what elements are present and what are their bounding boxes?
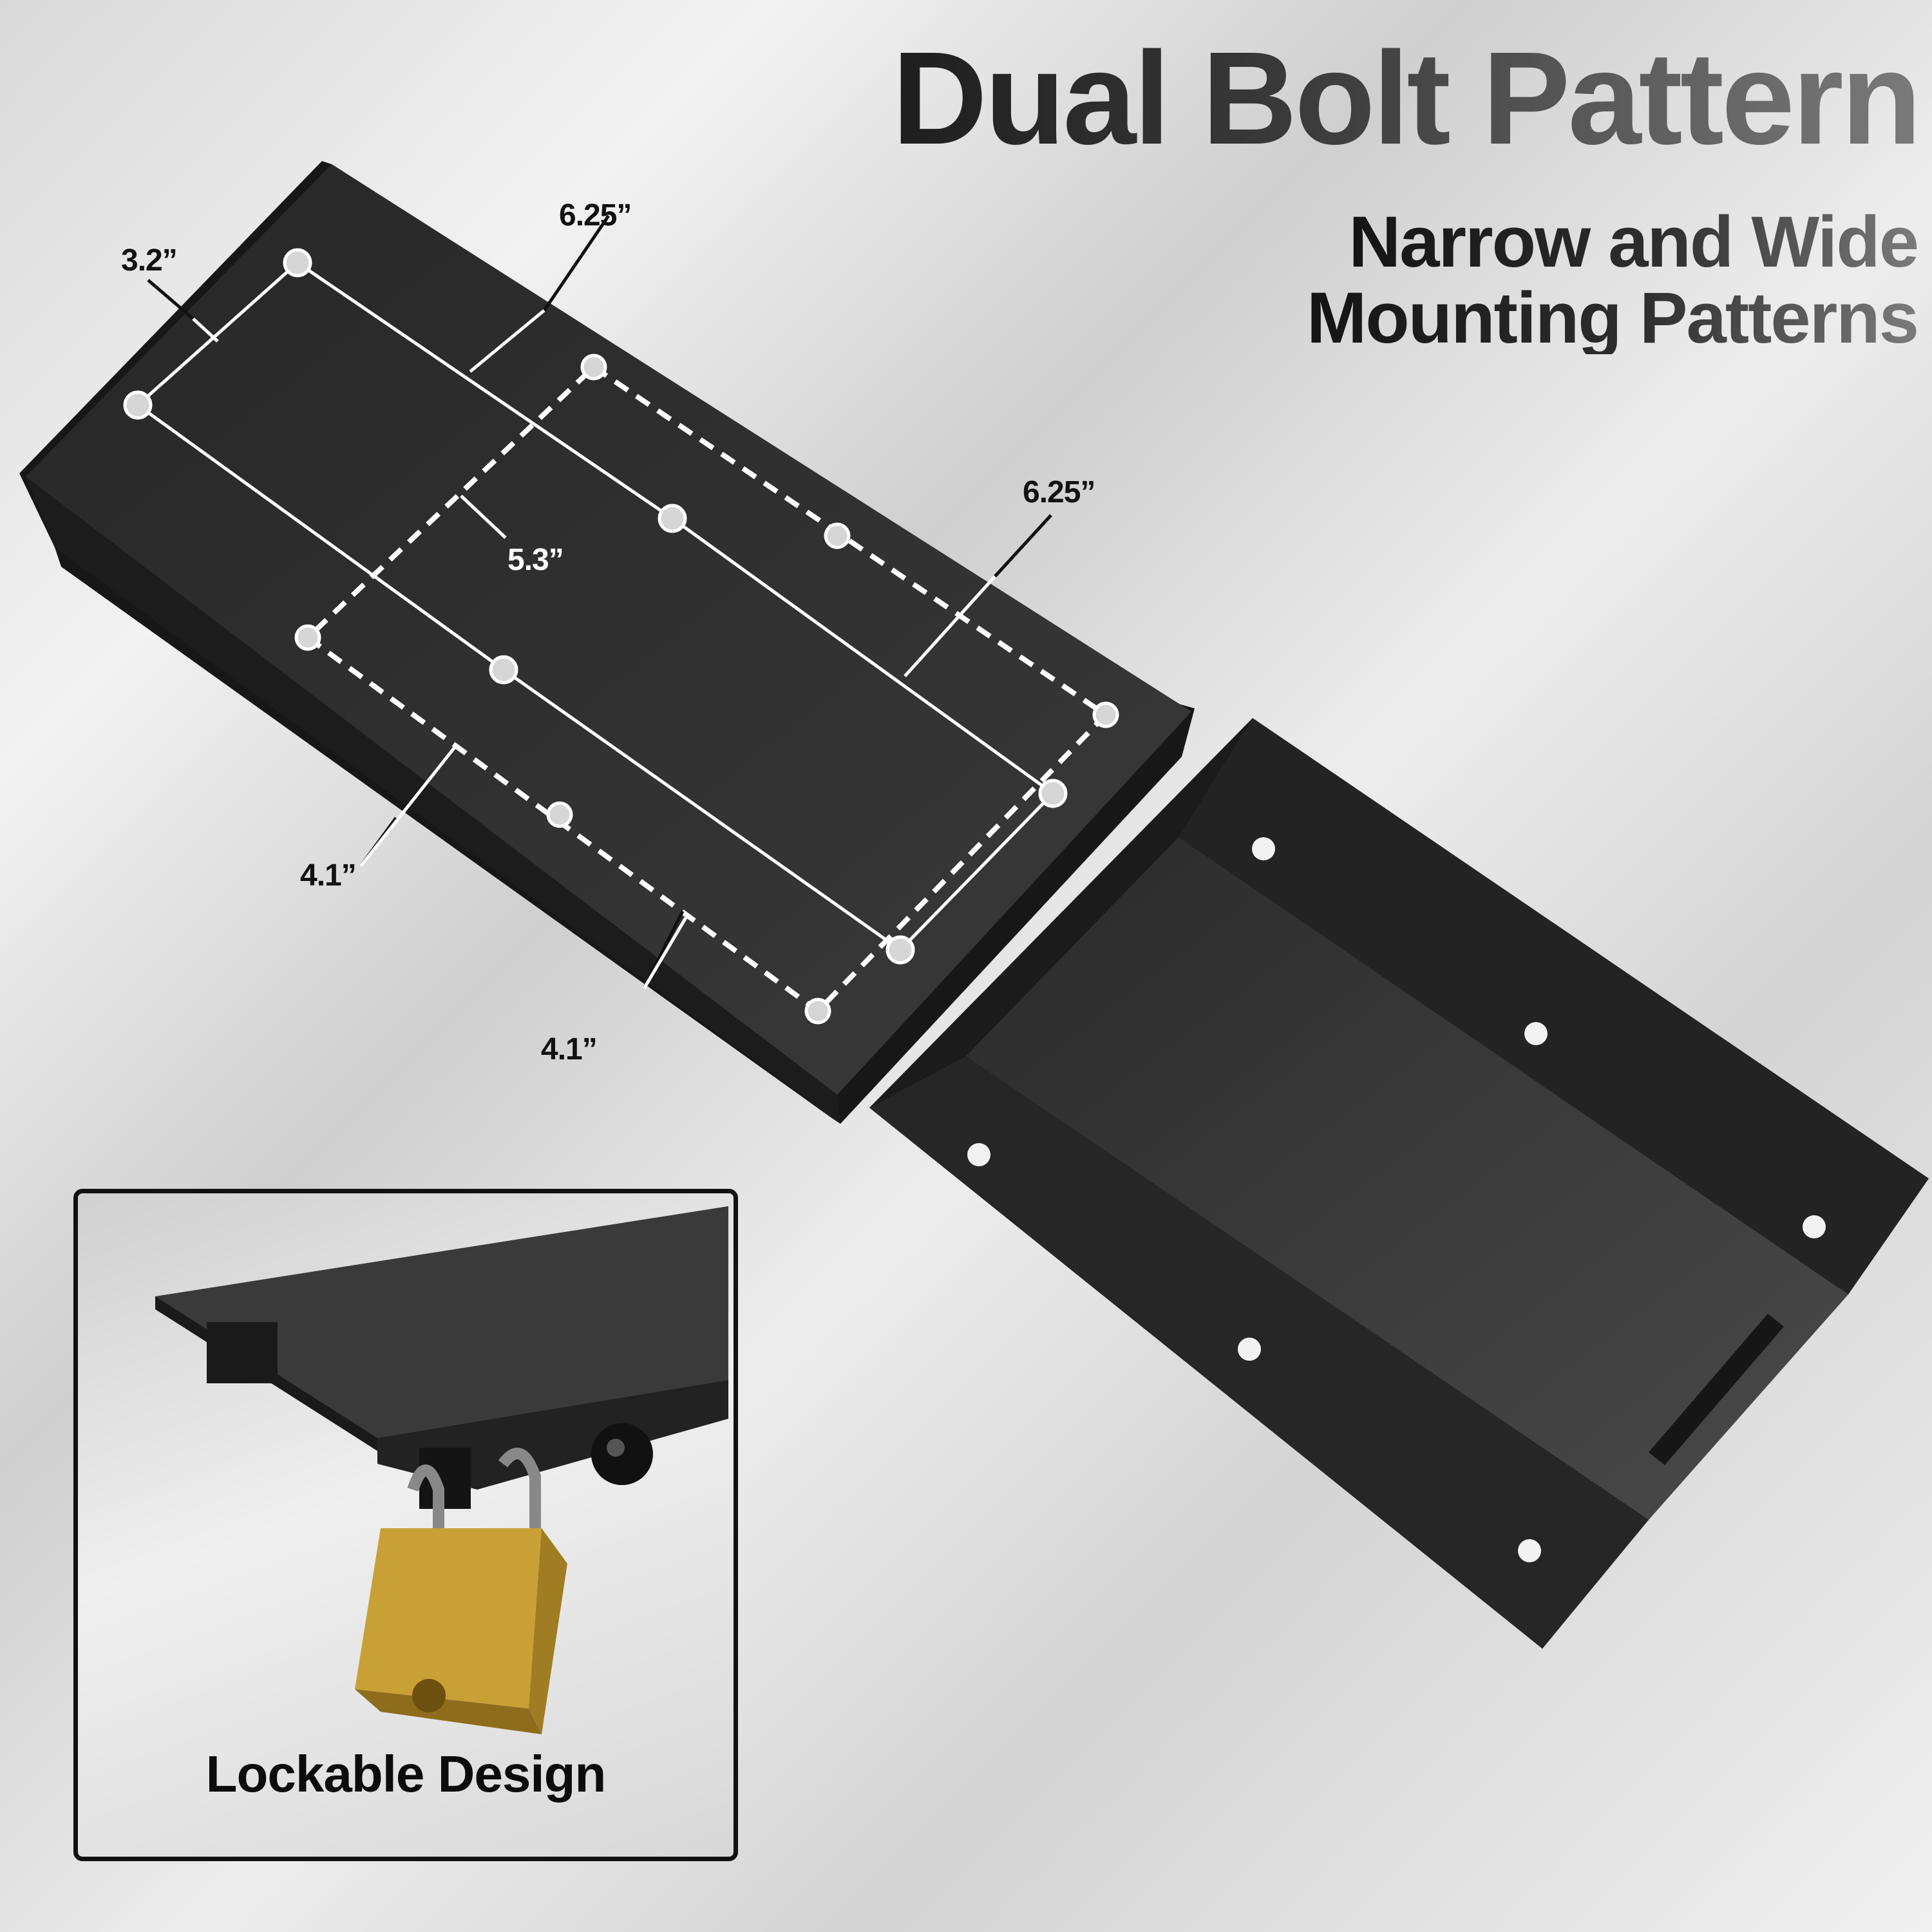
narrow-pattern-outline	[137, 261, 1054, 952]
dim-label-wide-inner: 5.3”	[507, 543, 564, 577]
knob-icon	[591, 1423, 653, 1485]
subtitle-line-1: Narrow and Wide	[1349, 202, 1919, 282]
base-bracket-holes	[967, 837, 1826, 1562]
dim-label-wide-width-2: 4.1”	[541, 1032, 597, 1066]
padlock-icon	[355, 1448, 567, 1734]
dim-label-narrow-width: 3.2”	[121, 243, 177, 278]
mounting-holes	[123, 248, 1119, 1025]
dim-label-narrow-length: 6.25”	[559, 198, 631, 232]
dim-label-wide-width-1: 4.1”	[300, 858, 356, 893]
dim-label-wide-length: 6.25”	[1023, 475, 1095, 509]
padlock-illustration	[155, 1206, 728, 1734]
subtitle-line-2: Mounting Patterns	[1306, 278, 1919, 358]
top-plate	[19, 161, 1195, 1124]
page-title: Dual Bolt Pattern	[663, 32, 1922, 164]
lockable-design-inset: Lockable Design	[73, 1189, 738, 1861]
leader-lines-on-plate	[192, 309, 996, 990]
inset-caption: Lockable Design	[205, 1745, 607, 1803]
